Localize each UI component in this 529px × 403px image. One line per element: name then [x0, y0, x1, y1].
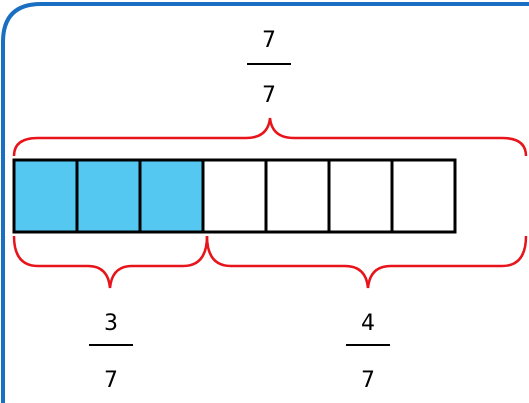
total-fraction-denominator: 7 — [262, 83, 276, 108]
shaded-fraction-denominator: 7 — [104, 368, 118, 393]
bar-segment-unshaded — [327, 158, 394, 234]
shaded-fraction: 3 7 — [89, 311, 133, 393]
bar-segment-unshaded — [390, 158, 457, 234]
bar-segment-unshaded — [201, 158, 268, 234]
unshaded-brace — [205, 235, 528, 289]
total-fraction: 7 7 — [247, 28, 291, 108]
shaded-brace — [12, 235, 209, 289]
bar-segment-unshaded — [264, 158, 331, 234]
bar-segment-shaded — [75, 158, 142, 234]
total-brace — [12, 117, 528, 157]
fraction-bar — [12, 158, 457, 234]
bar-segment-shaded — [138, 158, 205, 234]
unshaded-fraction-numerator: 4 — [361, 311, 375, 336]
total-fraction-numerator: 7 — [262, 28, 276, 53]
unshaded-fraction-denominator: 7 — [361, 368, 375, 393]
bar-segment-shaded — [12, 158, 79, 234]
shaded-fraction-numerator: 3 — [104, 311, 118, 336]
unshaded-fraction: 4 7 — [346, 311, 390, 393]
